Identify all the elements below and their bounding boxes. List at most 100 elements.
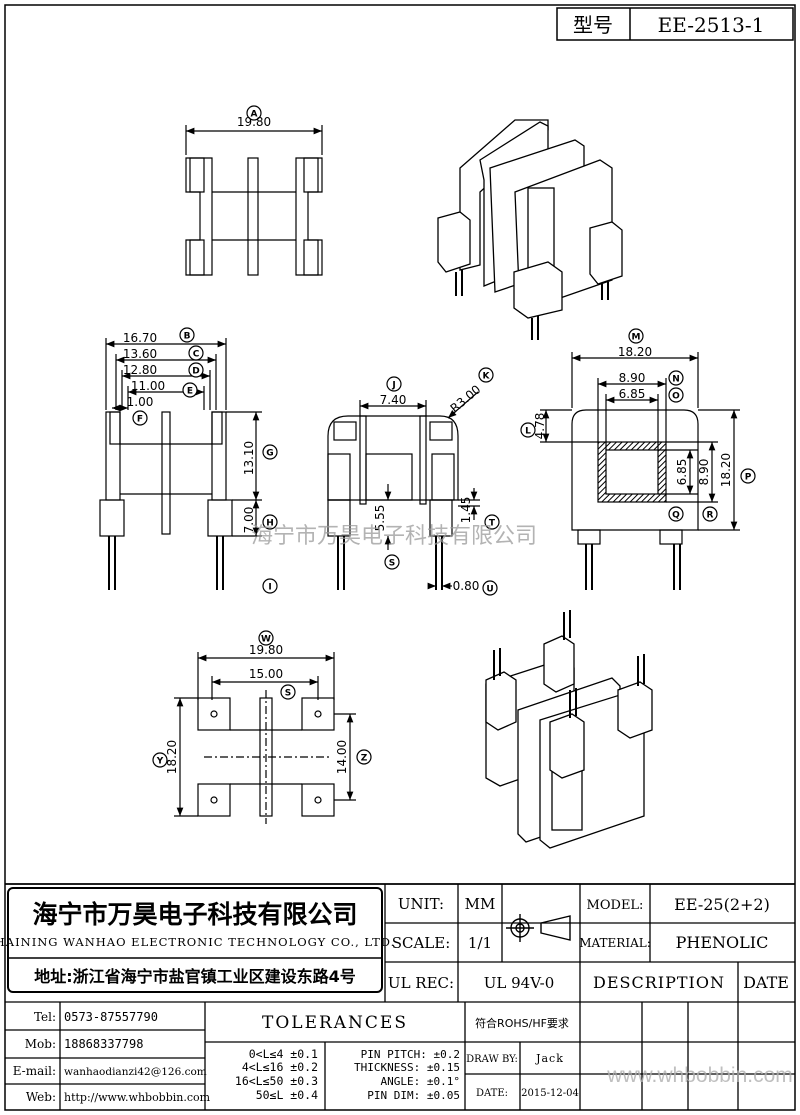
letter-bubble-p: P bbox=[740, 468, 756, 484]
letter-bubble-l: L bbox=[520, 422, 536, 438]
dim-s: 5.55 bbox=[373, 505, 387, 532]
bottom-view bbox=[174, 652, 356, 824]
date-value: 2015-12-04 bbox=[521, 1088, 579, 1099]
letter-bubble-s: S bbox=[384, 554, 400, 570]
letter-bubble-r: R bbox=[702, 506, 718, 522]
letter-bubble-m: M bbox=[628, 328, 644, 344]
svg-text:J: J bbox=[391, 381, 395, 391]
letter-bubble-u: U bbox=[482, 580, 498, 596]
dim-e: 11.00 bbox=[131, 379, 165, 393]
letter-bubble-s: S bbox=[280, 684, 296, 700]
dim-u: 0.80 bbox=[453, 579, 480, 593]
svg-text:G: G bbox=[266, 449, 273, 459]
web-label: Web: bbox=[26, 1090, 56, 1104]
dim-y: 18.20 bbox=[165, 740, 179, 774]
tol-pin-4: PIN DIM: ±0.05 bbox=[367, 1089, 460, 1102]
web-value: http://www.whbobbin.com bbox=[64, 1091, 211, 1104]
dim-h: 7.00 bbox=[242, 507, 256, 534]
tol-pin-3: ANGLE: ±0.1° bbox=[381, 1075, 460, 1088]
email-label: E-mail: bbox=[13, 1064, 56, 1078]
letter-bubble-h: H bbox=[262, 514, 278, 530]
title-block-texts: 海宁市万昊电子科技有限公司 HAINING WANHAO ELECTRONIC … bbox=[0, 895, 793, 1104]
tel-value: 0573-87557790 bbox=[64, 1010, 158, 1024]
letter-bubble-n: N bbox=[668, 370, 684, 386]
dim-d: 12.80 bbox=[123, 363, 157, 377]
svg-text:F: F bbox=[137, 415, 143, 425]
dim-n: 8.90 bbox=[619, 371, 646, 385]
end-view bbox=[540, 352, 740, 590]
svg-text:M: M bbox=[632, 333, 641, 343]
svg-text:W: W bbox=[261, 635, 271, 645]
svg-text:Z: Z bbox=[361, 754, 368, 764]
letter-bubble-z: Z bbox=[356, 749, 372, 765]
svg-text:K: K bbox=[483, 372, 491, 382]
ulrec-value: UL 94V-0 bbox=[484, 974, 555, 992]
svg-text:S: S bbox=[285, 689, 291, 699]
svg-text:R: R bbox=[707, 511, 714, 521]
model-value: EE-25(2+2) bbox=[674, 895, 770, 914]
tol-range-3: 16<L≤50 ±0.3 bbox=[235, 1074, 318, 1088]
svg-text:A: A bbox=[251, 110, 258, 120]
tol-range-1: 0<L≤4 ±0.1 bbox=[249, 1047, 318, 1061]
svg-text:T: T bbox=[489, 519, 496, 529]
dim-m: 18.20 bbox=[618, 345, 652, 359]
projection-symbol-icon bbox=[506, 914, 571, 942]
dim-z: 14.00 bbox=[335, 740, 349, 774]
letter-bubble-y: Y bbox=[152, 752, 168, 768]
dim-s2: 15.00 bbox=[249, 667, 283, 681]
dim-a-width: 19.80 bbox=[237, 115, 271, 129]
watermark: 海宁市万昊电子科技有限公司 bbox=[251, 524, 537, 549]
letter-bubble-a: A bbox=[246, 105, 262, 121]
side-view bbox=[327, 391, 480, 590]
draw-by-value: Jack bbox=[535, 1052, 564, 1065]
scale-label: SCALE: bbox=[392, 934, 451, 952]
description-header: DESCRIPTION bbox=[593, 973, 725, 992]
company-name-en: HAINING WANHAO ELECTRONIC TECHNOLOGY CO.… bbox=[0, 935, 395, 949]
email-value: wanhaodianzi42@126.com bbox=[64, 1066, 207, 1078]
material-label: MATERIAL: bbox=[579, 936, 651, 950]
front-view bbox=[99, 338, 262, 590]
letter-bubble-e: E bbox=[182, 382, 198, 398]
unit-value: MM bbox=[465, 895, 496, 913]
tel-label: Tel: bbox=[34, 1010, 56, 1024]
tol-range-2: 4<L≤16 ±0.2 bbox=[242, 1060, 318, 1074]
mob-value: 18868337798 bbox=[64, 1037, 143, 1051]
svg-text:U: U bbox=[486, 585, 493, 595]
title-block bbox=[5, 883, 795, 1110]
dim-r: 8.90 bbox=[697, 459, 711, 486]
dim-g: 13.10 bbox=[242, 441, 256, 475]
svg-text:P: P bbox=[745, 473, 752, 483]
letter-bubble-q: Q bbox=[668, 506, 684, 522]
mob-label: Mob: bbox=[25, 1037, 56, 1051]
letter-bubble-b: B bbox=[179, 327, 195, 343]
letter-bubble-g: G bbox=[262, 444, 278, 460]
tolerances-title: TOLERANCES bbox=[262, 1013, 408, 1033]
svg-text:B: B bbox=[184, 332, 191, 342]
dim-q: 6.85 bbox=[675, 459, 689, 486]
svg-text:S: S bbox=[389, 559, 395, 569]
svg-text:Q: Q bbox=[672, 511, 680, 521]
scale-value: 1/1 bbox=[468, 934, 492, 952]
tol-range-4: 50≤L ±0.4 bbox=[256, 1088, 318, 1102]
svg-text:E: E bbox=[187, 387, 193, 397]
letter-bubble-o: O bbox=[668, 387, 684, 403]
dim-l: 4.78 bbox=[533, 413, 547, 440]
tol-pin-1: PIN PITCH: ±0.2 bbox=[361, 1048, 460, 1061]
dim-t: 1.45 bbox=[459, 497, 473, 524]
letter-bubble-f: F bbox=[132, 410, 148, 426]
sheet-border bbox=[4, 4, 796, 1111]
ulrec-label: UL REC: bbox=[388, 974, 454, 992]
iso-view-bottom bbox=[485, 610, 653, 849]
draw-by-label: DRAW BY: bbox=[466, 1054, 518, 1065]
svg-text:I: I bbox=[268, 583, 271, 593]
model-label: MODEL: bbox=[587, 898, 644, 913]
dim-b: 16.70 bbox=[123, 331, 157, 345]
dim-j: 7.40 bbox=[380, 393, 407, 407]
letter-bubble-j: J bbox=[386, 376, 402, 392]
svg-text:Y: Y bbox=[156, 757, 164, 767]
svg-text:H: H bbox=[266, 519, 274, 529]
model-box: 型号 EE-2513-1 bbox=[556, 7, 794, 41]
date-label: DATE: bbox=[476, 1088, 508, 1099]
